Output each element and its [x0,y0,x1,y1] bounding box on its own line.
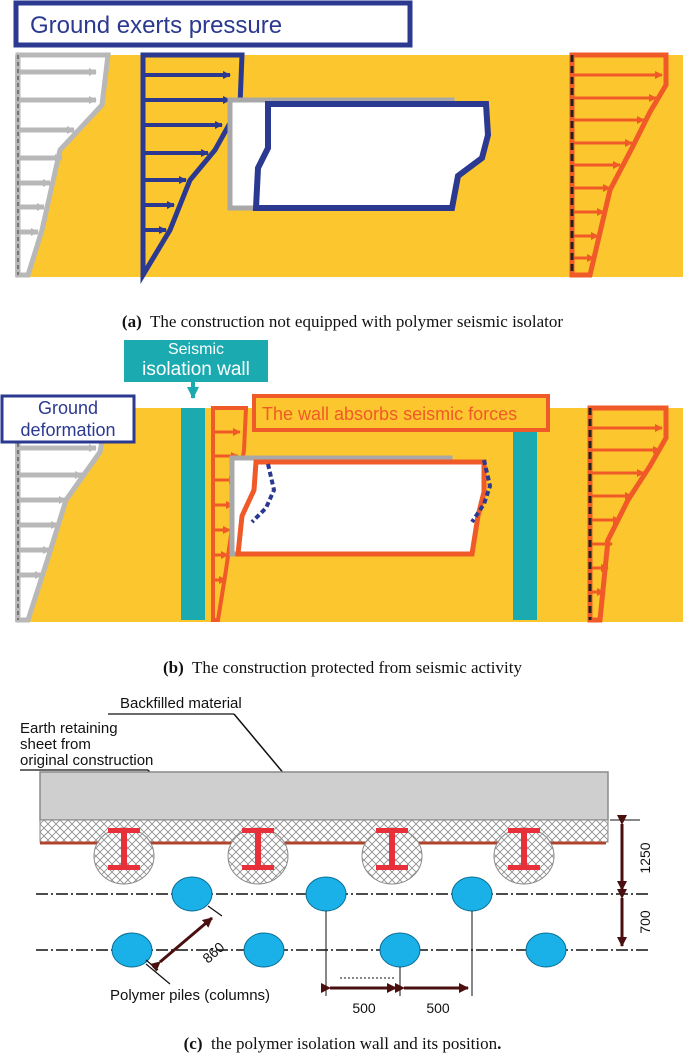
polymer-pile [525,932,567,968]
caption-c-tag: (c) [183,1034,203,1053]
navy-dashed-left [250,463,277,524]
isolation-wall-right [513,408,537,620]
label-box-isolation-wall [124,340,268,382]
label-box-ground [0,394,136,444]
dim-860: 860 [199,939,227,967]
dim-1250: 1250 [637,842,653,873]
polymer-pile [111,932,153,968]
dim-500-b: 500 [426,1000,450,1016]
i-beam [508,828,540,870]
label-backfilled: Backfilled material [120,695,242,712]
i-beam [108,828,140,870]
label-isolation-wall: isolation wall [142,359,250,380]
pointer-polymer-piles [145,963,171,985]
grey-slab [39,771,609,821]
label-box-a [13,0,413,48]
label-ground: Ground [38,398,98,418]
polymer-pile [451,876,493,912]
building-deformed-b [235,459,487,557]
i-beams [108,828,540,870]
orange-arrows-b [592,424,663,596]
i-beam [242,828,274,870]
i-beam [376,828,408,870]
building-deformed [252,101,492,211]
polymer-pile [379,932,421,968]
grey-pressure-profile [15,52,111,278]
isolation-wall-left [181,408,205,620]
grey-arrows [20,68,97,236]
panel-a: Ground exerts pressure (a) The construct… [0,0,685,340]
dim-700: 700 [637,910,653,934]
label-sheet-line1: Earth retaining [20,720,118,737]
dim-500-a: 500 [352,1000,376,1016]
caption-a-text: The construction not equipped with polym… [149,312,564,331]
label-sheet-line3: original construction [20,752,153,769]
label-sheet-line2: sheet from [20,736,91,753]
label-ground-exerts-pressure: Ground exerts pressure [30,12,282,39]
caption-c-text: the polymer isolation wall and its posit… [210,1034,498,1053]
dim-860-line [149,916,213,972]
polymer-piles [111,876,567,968]
orange-pressure-profile-b [587,405,669,623]
polymer-pile [305,876,347,912]
caption-c: (c) the polymer isolation wall and its p… [0,1034,685,1054]
caption-c-period: . [497,1034,502,1053]
label-box-absorbs [252,394,550,432]
caption-a: (a) The construction not equipped with p… [0,312,685,332]
polymer-pile [243,932,285,968]
grey-arrows-b [20,444,97,579]
label-seismic: Seismic [168,341,224,358]
panel-a-diagram: Ground exerts pressure [13,0,683,285]
polymer-pile [171,876,213,912]
navy-dashed-right [470,459,493,524]
label-polymer-piles: Polymer piles (columns) [110,987,270,1004]
label-deformation: deformation [20,420,115,440]
navy-pressure-profile [140,52,245,285]
caption-a-tag: (a) [121,312,142,331]
panel-c-diagram: Backfilled material Earth retaining shee… [20,695,653,1016]
caption-b-tag: (b) [163,658,184,677]
orange-arrows [574,71,663,262]
caption-b-text: The construction protected from seismic … [192,658,522,677]
label-absorbs: The wall absorbs seismic forces [262,404,517,424]
panel-c: Backfilled material Earth retaining shee… [0,688,685,1063]
caption-b: (b) The construction protected from seis… [0,658,685,678]
panel-b: Seismic isolation wall Ground deformatio… [0,340,685,680]
panel-b-diagram: Seismic isolation wall Ground deformatio… [0,340,683,623]
navy-arrows [145,71,231,234]
ext-860-a [207,905,223,917]
